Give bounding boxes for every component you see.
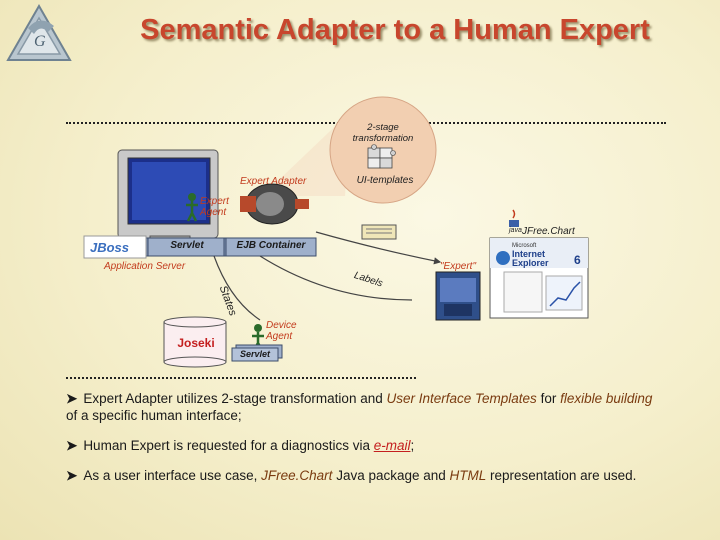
bullet-text: As a user interface use case, bbox=[83, 468, 262, 483]
bullet-text: Java package and bbox=[332, 468, 450, 483]
puzzle-icon bbox=[367, 144, 396, 169]
bullet-text: representation are used. bbox=[486, 468, 637, 483]
device-agent-figure bbox=[252, 324, 264, 351]
bullet-text: flexible building bbox=[560, 391, 653, 406]
bullet-text: Human Expert is requested for a diagnost… bbox=[83, 438, 374, 453]
jboss-logo bbox=[83, 235, 147, 259]
ui-templates-label: UI-templates bbox=[356, 175, 414, 186]
joseki-label: Joseki bbox=[177, 336, 215, 350]
ie-version-label: 6 bbox=[574, 253, 581, 267]
two-stage-label: 2-stage transformation bbox=[352, 122, 414, 144]
adapter-icon bbox=[240, 183, 309, 225]
device-agent-label: Device Agent bbox=[266, 320, 297, 342]
bullet-text: for bbox=[536, 391, 561, 406]
bullet-item: ➤ Human Expert is requested for a diagnos… bbox=[66, 437, 666, 454]
bullet-text: User Interface Templates bbox=[386, 391, 537, 406]
svg-text:G: G bbox=[34, 33, 46, 50]
bullet-text: HTML bbox=[449, 468, 487, 483]
servlet-bottom-box bbox=[231, 347, 279, 362]
bullet-text: of a specific human interface; bbox=[66, 408, 242, 423]
expert-agent-label: Expert Agent bbox=[200, 196, 229, 218]
page-title: Semantic Adapter to a Human Expert bbox=[140, 14, 650, 46]
servlet-box bbox=[147, 237, 225, 257]
bullet-arrow-icon: ➤ bbox=[66, 438, 78, 453]
bullet-text: e-mail bbox=[373, 438, 411, 453]
bullet-arrow-icon: ➤ bbox=[66, 468, 78, 483]
bullet-item: ➤ Expert Adapter utilizes 2-stage transfo… bbox=[66, 390, 666, 424]
expert-quote-label: "Expert" bbox=[440, 261, 477, 272]
expert-agent-figure bbox=[186, 193, 198, 222]
application-server-label: Application Server bbox=[104, 261, 186, 272]
ejb-container-label: EJB Container bbox=[236, 240, 306, 251]
database-icon bbox=[163, 316, 227, 368]
bullet-list: ➤ Expert Adapter utilizes 2-stage transfo… bbox=[66, 390, 666, 497]
servlet-bottom-label: Servlet bbox=[239, 349, 271, 359]
ie-logo-icon bbox=[496, 251, 510, 265]
microsoft-label: Microsoft bbox=[512, 243, 537, 249]
servlet-label: Servlet bbox=[170, 240, 204, 251]
cone-projection bbox=[262, 112, 350, 196]
logo-icon: G bbox=[6, 3, 72, 61]
internet-explorer-label: Internet Explorer bbox=[512, 249, 549, 268]
expert-adapter-label: Expert Adapter bbox=[240, 176, 307, 187]
jboss-label: JBoss bbox=[90, 240, 130, 255]
java-label: java bbox=[509, 227, 522, 234]
document-icon bbox=[361, 224, 397, 240]
jfreechart-label: JFree.Chart bbox=[522, 226, 575, 237]
bullet-item: ➤ As a user interface use case, JFree.Cha… bbox=[66, 467, 666, 484]
java-icon bbox=[509, 209, 519, 227]
bullet-text: JFree.Chart bbox=[261, 468, 333, 483]
bullet-arrow-icon: ➤ bbox=[66, 391, 78, 406]
ejb-box bbox=[225, 237, 317, 257]
bullet-text: Expert Adapter utilizes 2-stage transfor… bbox=[83, 391, 387, 406]
bottom-divider bbox=[66, 377, 416, 379]
bullet-text: ; bbox=[410, 438, 415, 453]
